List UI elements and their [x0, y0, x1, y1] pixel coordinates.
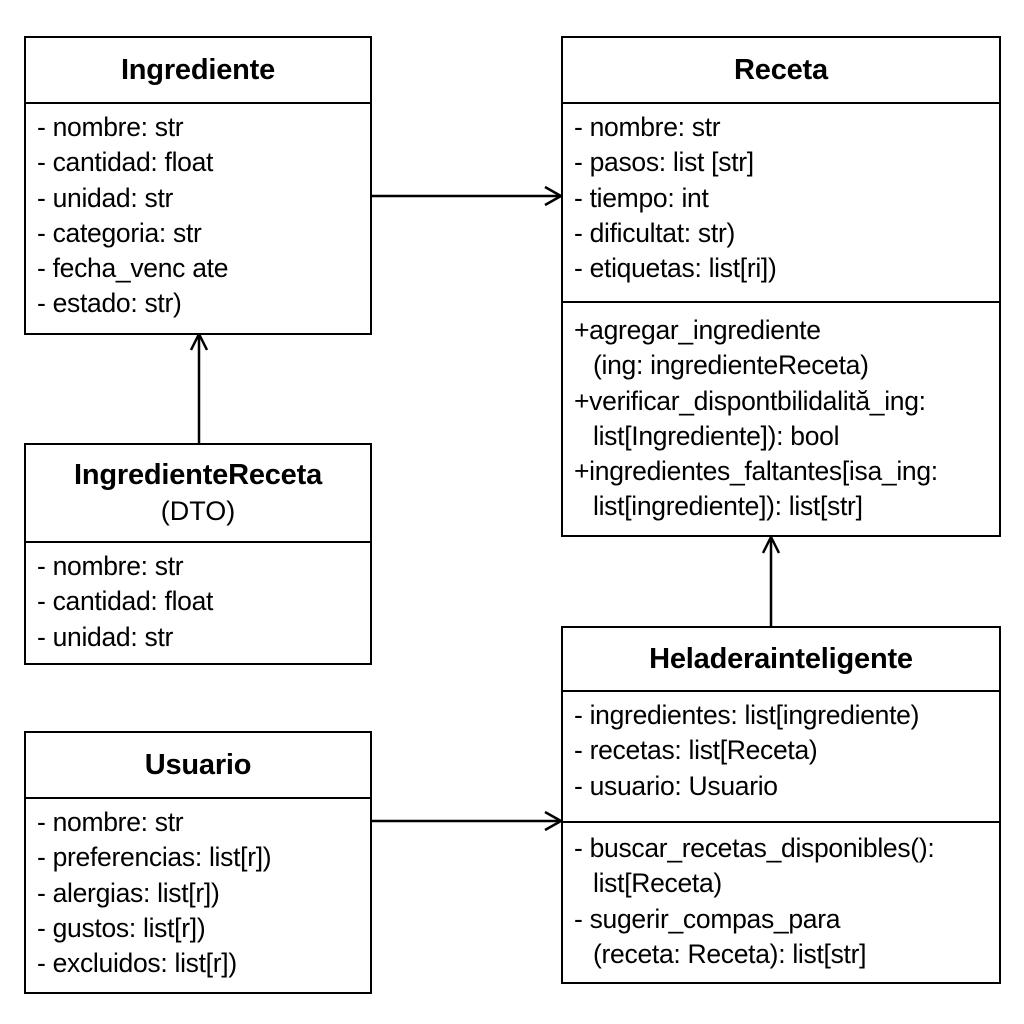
attribute: - excluidos: list[r])	[37, 948, 237, 979]
attribute: - estado: str)	[37, 288, 182, 319]
attribute: - pasos: list [str]	[574, 147, 754, 178]
method: +verificar_dispontbilidalită_ing:	[574, 385, 926, 416]
method: - sugerir_compas_para	[574, 903, 841, 934]
method: +ingredientes_faltantes[isa_ing:	[574, 456, 938, 487]
methods-section: +agregar_ingrediente (ing: ingredienteRe…	[563, 301, 999, 525]
attributes-section: - nombre: str - cantidad: float - unidad…	[26, 543, 370, 655]
class-name: IngredienteReceta	[73, 459, 322, 491]
class-header: Heladerainteligente	[563, 628, 999, 692]
class-name: Receta	[734, 53, 828, 86]
attribute: - ingredientes: list[ingrediente)	[574, 700, 920, 730]
class-stereotype: (DTO)	[160, 496, 236, 526]
class-name: Usuario	[144, 748, 252, 781]
class-ingrediente: Ingrediente - nombre: str - cantidad: fl…	[24, 36, 372, 335]
class-ingrediente-receta: IngredienteReceta (DTO) - nombre: str - …	[24, 443, 372, 665]
method: - buscar_recetas_disponibles():	[574, 833, 935, 863]
attribute: - usuario: Usuario	[574, 770, 778, 801]
attribute: - dificultat: str)	[574, 217, 735, 248]
attribute: - nombre: str	[37, 551, 184, 581]
attribute: - recetas: list[Receta)	[574, 735, 818, 766]
attribute: - preferencias: list[r])	[37, 842, 272, 873]
class-header: IngredienteReceta (DTO)	[26, 445, 370, 543]
attribute: - etiquetas: list[ri])	[574, 253, 777, 284]
class-header: Receta	[563, 38, 999, 104]
method-continuation: list[Receta)	[593, 868, 722, 899]
method-continuation: list[Ingrediente]): bool	[593, 420, 840, 451]
attribute: - alergias: list[r])	[37, 877, 220, 908]
attribute: - unidad: str	[37, 621, 174, 652]
attribute: - gustos: list[r])	[37, 912, 206, 943]
method: +agregar_ingrediente	[574, 315, 821, 345]
class-header: Usuario	[26, 733, 370, 799]
class-receta: Receta - nombre: str - pasos: list [str]…	[561, 36, 1001, 537]
attributes-section: - nombre: str - cantidad: float - unidad…	[26, 104, 370, 322]
arrowhead-receta-bottom	[761, 534, 781, 554]
method-continuation: (receta: Receta): list[str]	[593, 938, 867, 969]
attribute: - fecha_venc ate	[37, 253, 229, 284]
methods-section: - buscar_recetas_disponibles(): list[Rec…	[563, 821, 999, 972]
attribute: - unidad: str	[37, 182, 174, 213]
class-heladera-inteligente: Heladerainteligente - ingredientes: list…	[561, 626, 1001, 984]
class-name: Heladerainteligente	[649, 642, 913, 675]
method-continuation: (ing: ingredienteReceta)	[593, 350, 869, 381]
attributes-section: - ingredientes: list[ingrediente) - rece…	[563, 692, 999, 821]
attributes-section: - nombre: str - pasos: list [str] - tiem…	[563, 104, 999, 301]
attribute: - cantidad: float	[37, 586, 214, 617]
class-usuario: Usuario - nombre: str - preferencias: li…	[24, 731, 372, 994]
attribute: - tiempo: int	[574, 182, 709, 213]
class-header: Ingrediente	[26, 38, 370, 104]
attributes-section: - nombre: str - preferencias: list[r]) -…	[26, 799, 370, 981]
attribute: - nombre: str	[574, 112, 721, 142]
attribute: - cantidad: float	[37, 147, 214, 178]
method-continuation: list[ingrediente]): list[str]	[593, 491, 863, 522]
attribute: - categoria: str	[37, 217, 202, 248]
attribute: - nombre: str	[37, 112, 184, 142]
class-name: Ingrediente	[120, 53, 276, 86]
attribute: - nombre: str	[37, 807, 184, 837]
